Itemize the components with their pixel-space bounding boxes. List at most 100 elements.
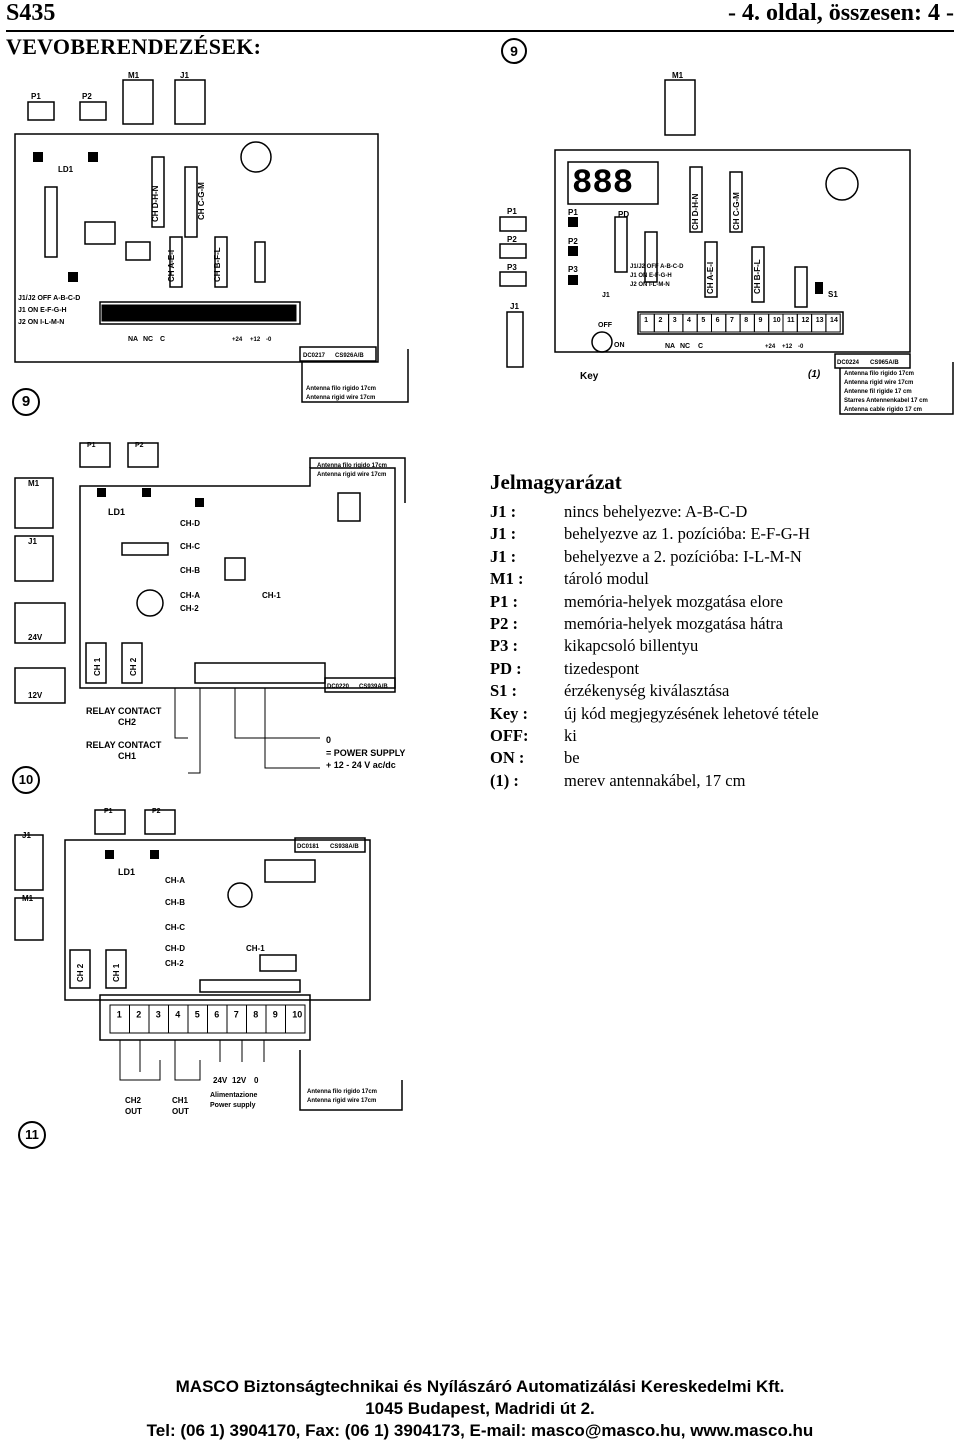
- label-antenna-it-b: Antenna filo rigido 17cm: [844, 371, 914, 377]
- label-code-b2: CS965A/B: [870, 360, 899, 366]
- terminal-number: 6: [175, 307, 179, 314]
- legend-row: P2 : memória-helyek mozgatása hátra: [490, 613, 930, 635]
- label-p3-c: P3: [568, 265, 578, 274]
- label-12v: 12V: [28, 691, 43, 700]
- legend-title: Jelmagyarázat: [490, 470, 622, 494]
- label-code-d2: CS938A/B: [330, 844, 359, 850]
- legend-row: PD :tizedespont: [490, 658, 930, 680]
- legend-row: Key : új kód megjegyzésének lehetové téte…: [490, 703, 930, 725]
- label-p1-d: P1: [104, 808, 113, 815]
- label-j1-on-b: J1 ON E-F-G-H: [630, 273, 672, 279]
- label-code-a2: CS926A/B: [335, 353, 364, 359]
- terminal-number: 5: [161, 307, 165, 314]
- legend-key: PD :: [490, 658, 522, 678]
- terminal-number: 8: [203, 307, 207, 314]
- label-p2-b: P2: [507, 235, 517, 244]
- board-b-svg: 888 P1 P2 P3 J1 P1 P2 P3 PD M1 J1 J1/J2 …: [499, 72, 954, 415]
- legend-value: behelyezve a 2. pozícióba: I-L-M-N: [564, 546, 802, 566]
- legend-row: ON :be: [490, 747, 930, 769]
- label-ch-2-d: CH-2: [165, 959, 184, 968]
- terminal-number: 10: [773, 317, 781, 324]
- legend-value: nincs behelyezve: A-B-C-D: [564, 502, 748, 521]
- label-v0: -0: [266, 337, 272, 343]
- label-ch-b-d: CH-B: [165, 898, 185, 907]
- diagram-board-b: 888 P1 P2 P3 J1 P1 P2 P3 PD M1 J1 J1/J2 …: [490, 72, 955, 422]
- legend-row: J1 :behelyezve az 1. pozícióba: E-F-G-H: [490, 523, 930, 545]
- label-code-c: DC0220: [327, 684, 350, 690]
- legend-key: Key :: [490, 703, 529, 723]
- label-ps-24v: 24V: [213, 1076, 228, 1085]
- label-ps-range: + 12 - 24 V ac/dc: [326, 760, 396, 770]
- label-antenna-en-d: Antenna rigid wire 17cm: [307, 1098, 376, 1104]
- label-na: NA: [128, 336, 138, 343]
- terminal-number: 13: [272, 307, 280, 314]
- terminal: [280, 304, 296, 322]
- legend-key: P2 :: [490, 613, 518, 633]
- terminal-number: 13: [816, 317, 824, 324]
- terminal-number: 2: [658, 317, 662, 324]
- label-antenna-fr: Antenne fil rigide 17 cm: [844, 389, 912, 395]
- label-ps-0: 0: [254, 1076, 259, 1085]
- label-out-1: OUT: [125, 1107, 142, 1116]
- label-ld1: LD1: [58, 165, 74, 174]
- legend-value: be: [564, 748, 580, 768]
- label-ch1-vert-d: CH 1: [112, 963, 121, 982]
- label-ch-bfl-b: CH B-F-L: [753, 259, 762, 294]
- legend-value: új kód megjegyzésének lehetové tétele: [564, 703, 819, 723]
- label-relay-ch1-b: CH1: [118, 751, 136, 761]
- label-key: Key: [580, 371, 599, 382]
- legend-key: S1 :: [490, 681, 518, 701]
- legend: Jelmagyarázat J1 : nincs behelyezve: A-B-…: [490, 470, 930, 792]
- section-title: VEVOBERENDEZÉSEK:: [6, 34, 262, 59]
- label-c: C: [160, 336, 165, 343]
- terminal-number: 4: [175, 1010, 180, 1020]
- label-v24-b: +24: [765, 344, 776, 350]
- label-code-d: DC0181: [297, 844, 320, 850]
- label-24v: 24V: [28, 633, 43, 642]
- label-alimentazione: Alimentazione: [210, 1092, 258, 1099]
- label-off: OFF: [598, 322, 613, 329]
- diagram-board-c: P1 P2 M1 J1 LD1 CH-D CH-C CH-B CH-A CH-2…: [10, 438, 480, 798]
- label-ch-b: CH-B: [180, 566, 200, 575]
- terminal-number: 9: [216, 307, 220, 314]
- label-ld1-c: LD1: [108, 507, 125, 517]
- label-j1j2-off-b: J1/J2 OFF A-B-C-D: [630, 264, 684, 270]
- label-j1-b: J1: [510, 302, 519, 311]
- label-ch-aei-b: CH A-E-I: [706, 262, 715, 294]
- label-ps-zero: 0: [326, 735, 331, 745]
- terminal-number: 11: [787, 317, 795, 324]
- label-relay-ch2: RELAY CONTACT: [86, 706, 162, 716]
- terminal-number: 14: [285, 307, 293, 314]
- legend-rows: J1 : nincs behelyezve: A-B-C-D J1 :behelye…: [490, 501, 930, 792]
- terminal: [825, 313, 841, 333]
- label-pd: PD: [618, 210, 629, 219]
- label-j1-c1: J1: [28, 537, 37, 546]
- label-ch1-out: CH1: [172, 1096, 189, 1105]
- label-p2-d: P2: [152, 808, 161, 815]
- label-code-c2: CS939A/B: [359, 684, 388, 690]
- label-v24: +24: [232, 337, 243, 343]
- label-s1: S1: [828, 290, 838, 299]
- page-header: S435 - 4. oldal, összesen: 4 -: [6, 0, 954, 32]
- label-ch-a-d: CH-A: [165, 876, 185, 885]
- terminal-number: 7: [234, 1010, 239, 1020]
- legend-key: P3 :: [490, 636, 518, 656]
- label-p1: P1: [31, 92, 41, 101]
- legend-value: ki: [564, 725, 577, 745]
- legend-value: kikapcsoló billentyu: [564, 636, 699, 656]
- label-ch-dhn-b: CH D-H-N: [691, 193, 700, 230]
- label-antenna-en-c: Antenna rigid wire 17cm: [317, 472, 386, 478]
- label-p1-c: P1: [568, 208, 578, 217]
- legend-key: J1 :: [490, 546, 517, 566]
- label-relay-ch1: RELAY CONTACT: [86, 740, 162, 750]
- label-j1-c: J1: [602, 292, 610, 299]
- label-ch-d-d: CH-D: [165, 944, 185, 953]
- legend-row: S1 :érzékenység kiválasztása: [490, 680, 930, 702]
- label-ps-eq: = POWER SUPPLY: [326, 748, 405, 758]
- label-ps-12v: 12V: [232, 1076, 247, 1085]
- label-ch-c: CH-C: [180, 542, 200, 551]
- label-m1-b: M1: [672, 72, 684, 80]
- legend-value: memória-helyek mozgatása hátra: [564, 613, 783, 633]
- terminal-number: 7: [189, 307, 193, 314]
- terminal-number: 3: [673, 317, 677, 324]
